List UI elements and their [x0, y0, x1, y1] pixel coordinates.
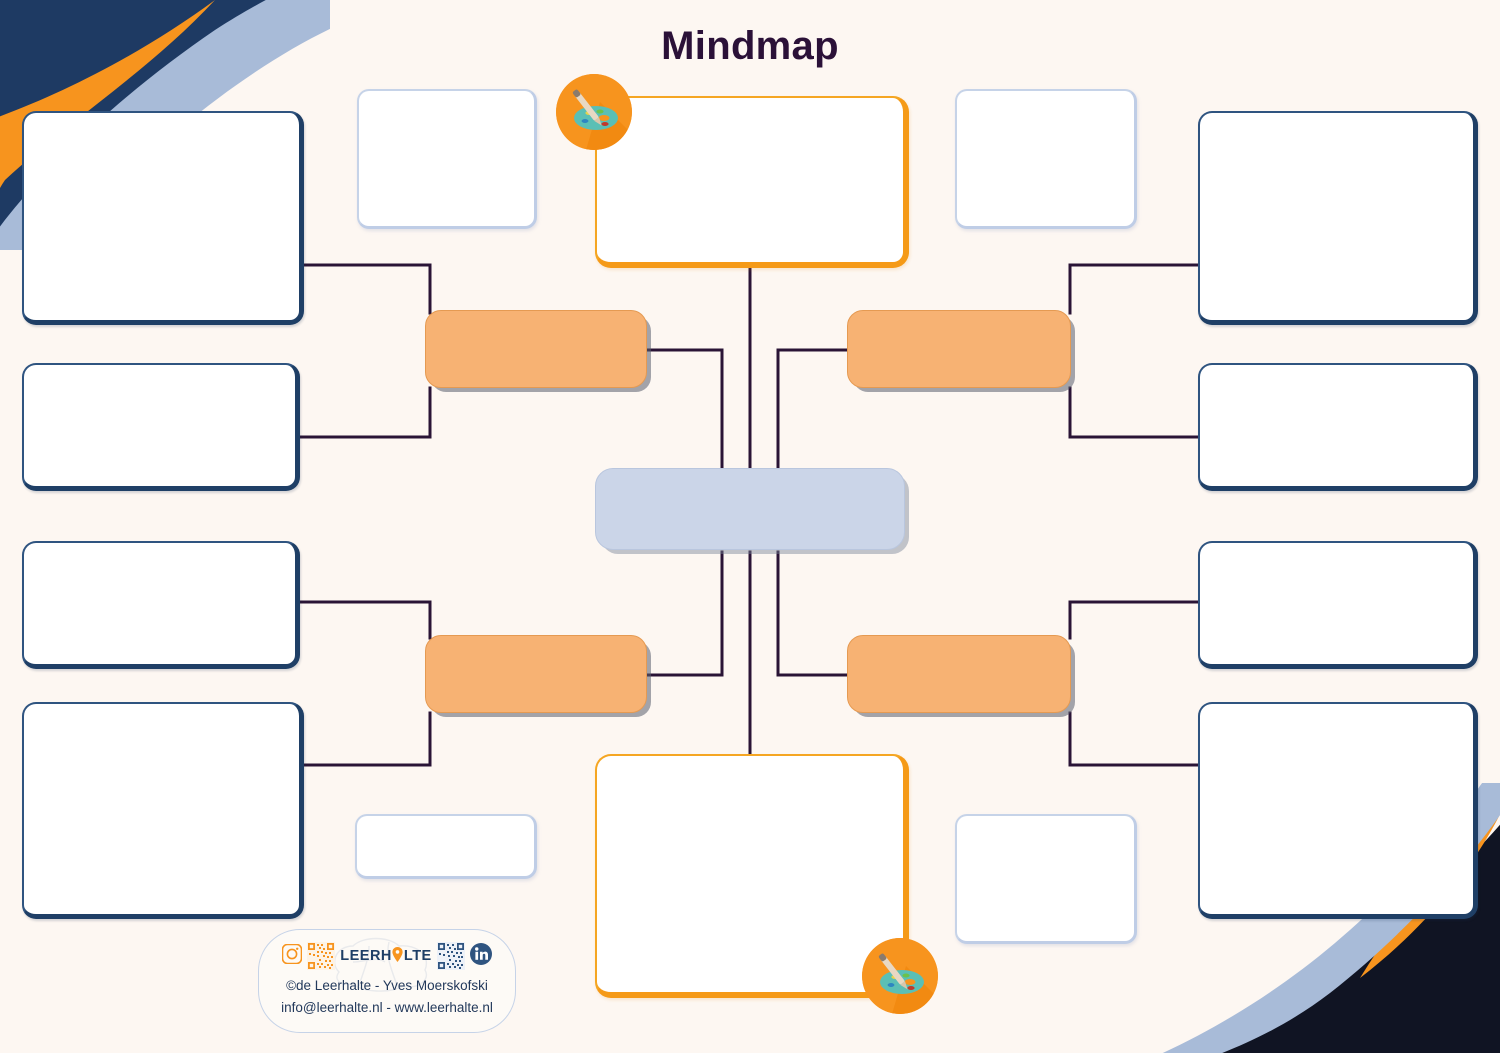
- instagram-icon[interactable]: [281, 943, 303, 969]
- leaf-right-3[interactable]: [1198, 541, 1478, 669]
- brand-suffix: LTE: [403, 948, 432, 964]
- leaf-left-3[interactable]: [22, 541, 300, 669]
- brand-prefix: LEERH: [340, 948, 392, 964]
- leaf-left-4[interactable]: [22, 702, 304, 919]
- location-pin-icon: [392, 946, 404, 966]
- leaf-right-2[interactable]: [1198, 363, 1478, 491]
- note-top-left[interactable]: [357, 89, 537, 229]
- footer-contact-line: info@leerhalte.nl - www.leerhalte.nl: [281, 1000, 493, 1015]
- leaf-right-4[interactable]: [1198, 702, 1478, 919]
- note-bottom-right[interactable]: [955, 814, 1137, 944]
- qr-code-orange-icon[interactable]: [307, 942, 336, 970]
- palette-badge-top[interactable]: [556, 74, 632, 150]
- note-top-right[interactable]: [955, 89, 1137, 229]
- page-title: Mindmap: [661, 24, 839, 68]
- central-idea-node[interactable]: [595, 468, 905, 550]
- branch-top-left[interactable]: [425, 310, 647, 388]
- palette-badge-bottom[interactable]: [862, 938, 938, 1014]
- palette-icon: [862, 938, 938, 1014]
- note-bottom-center[interactable]: [595, 754, 909, 998]
- branch-bottom-left[interactable]: [425, 635, 647, 713]
- footer-logo-card: LEERH LTE: [258, 929, 516, 1033]
- branch-bottom-right[interactable]: [847, 635, 1071, 713]
- linkedin-icon[interactable]: [469, 942, 492, 970]
- note-top-center[interactable]: [595, 96, 909, 268]
- leaf-left-1[interactable]: [22, 111, 304, 325]
- brain-watermark-icon: [334, 937, 428, 992]
- footer-logo-row: LEERH LTE: [259, 940, 515, 972]
- footer-credit-line: ©de Leerhalte - Yves Moerskofski: [286, 978, 488, 993]
- qr-code-blue-icon[interactable]: [436, 942, 465, 970]
- brand-wordmark: LEERH LTE: [340, 946, 432, 966]
- branch-top-right[interactable]: [847, 310, 1071, 388]
- leaf-right-1[interactable]: [1198, 111, 1478, 325]
- note-bottom-left[interactable]: [355, 814, 537, 879]
- leaf-left-2[interactable]: [22, 363, 300, 491]
- palette-icon: [556, 74, 632, 150]
